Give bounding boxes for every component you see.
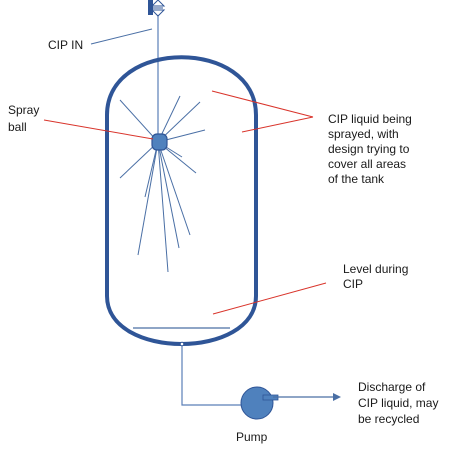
outlet-pipe <box>181 343 241 406</box>
svg-text:Level during: Level during <box>343 262 408 276</box>
label-discharge: Discharge of CIP liquid, may be recycled <box>358 380 438 426</box>
svg-text:design trying to: design trying to <box>328 142 410 156</box>
label-spray-ball: Spray ball <box>8 103 39 134</box>
pointer-spray-ball <box>43 119 154 140</box>
pointer-level <box>212 282 327 315</box>
label-pump: Pump <box>236 430 268 444</box>
svg-text:CIP: CIP <box>343 277 363 291</box>
pointer-spray-upper <box>211 90 314 118</box>
label-cip-in: CIP IN <box>48 38 83 52</box>
spray-ball-icon <box>151 133 168 151</box>
svg-text:of the tank: of the tank <box>328 172 385 186</box>
svg-text:Discharge of: Discharge of <box>358 380 426 394</box>
tank-top-port <box>180 71 184 75</box>
pointer-cip-in <box>90 28 153 45</box>
svg-text:cover all areas: cover all areas <box>328 157 406 171</box>
svg-text:sprayed, with: sprayed, with <box>328 127 399 141</box>
label-cip-sprayed: CIP liquid being sprayed, with design tr… <box>328 112 412 186</box>
valve-icon <box>148 0 166 17</box>
svg-text:Spray: Spray <box>8 103 39 117</box>
svg-text:CIP liquid, may: CIP liquid, may <box>358 396 438 410</box>
pump-icon <box>240 386 279 420</box>
outlet-port <box>179 341 185 347</box>
svg-text:be recycled: be recycled <box>358 412 419 426</box>
tank-vessel <box>105 55 258 346</box>
spray-lines <box>119 95 206 273</box>
pointer-spray-lower <box>241 116 314 133</box>
discharge-arrowhead <box>333 393 341 401</box>
label-level-during-cip: Level during CIP <box>343 262 408 291</box>
svg-text:ball: ball <box>8 120 27 134</box>
svg-text:CIP liquid being: CIP liquid being <box>328 112 412 126</box>
